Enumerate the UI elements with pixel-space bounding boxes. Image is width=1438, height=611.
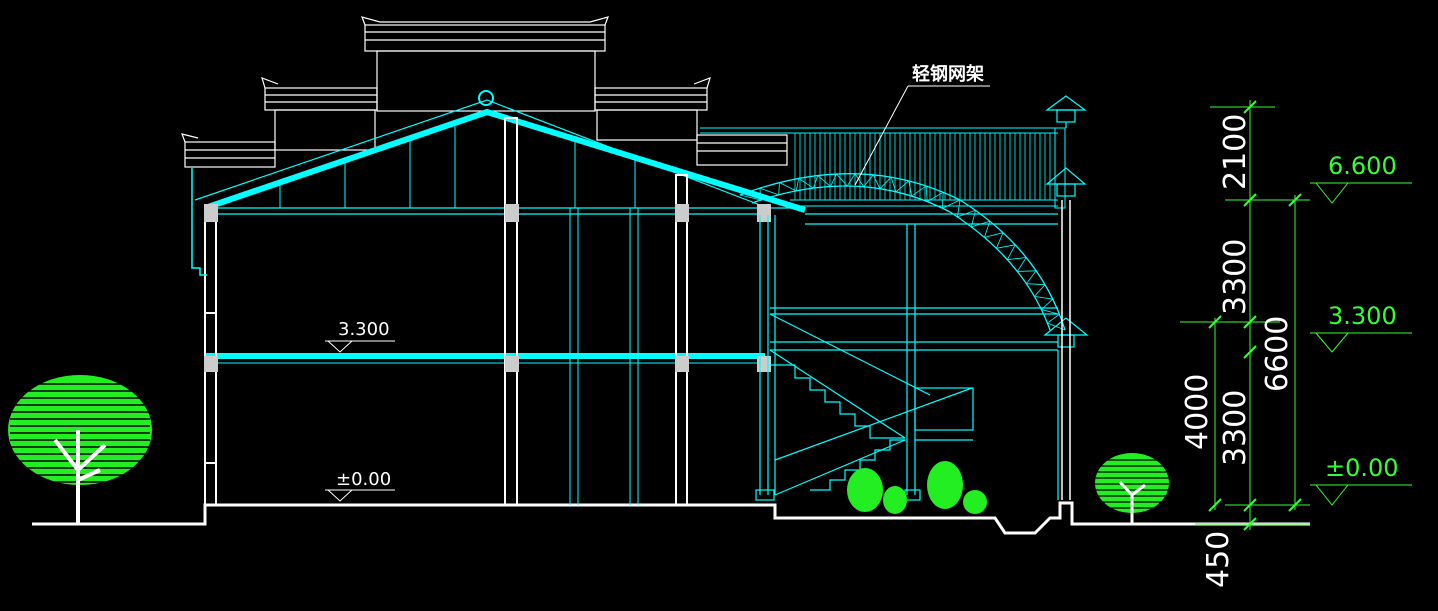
structural-walls <box>204 117 688 506</box>
floor-level-label-0: ±0.00 <box>336 469 391 490</box>
truss-web <box>739 173 1066 331</box>
shrubs <box>847 461 987 514</box>
main-roof <box>194 90 806 215</box>
dim-3300-lower: 3300 <box>1218 390 1253 466</box>
dimension-lines <box>1180 100 1412 531</box>
dim-450: 450 <box>1201 531 1236 588</box>
tree-left <box>8 375 152 524</box>
steel-truss <box>739 173 1066 331</box>
left-gutter <box>191 168 207 276</box>
dim-4000: 4000 <box>1180 374 1215 450</box>
finial-top <box>1043 95 1089 348</box>
elevation-top: 6.600 <box>1328 152 1397 180</box>
interior-columns <box>569 208 639 505</box>
roof-eaves <box>181 16 788 168</box>
floor-level-marker-0 <box>325 489 395 502</box>
floor-level-label-2: 3.300 <box>338 319 390 340</box>
dim-3300-upper: 3300 <box>1218 239 1253 315</box>
truss-leader <box>854 85 990 186</box>
floor-slab <box>205 353 765 364</box>
right-wall <box>1061 200 1071 500</box>
truss-note: 轻钢网架 <box>912 63 984 85</box>
elevation-ground: ±0.00 <box>1325 454 1399 482</box>
dim-2100: 2100 <box>1218 114 1253 190</box>
elevation-mid: 3.300 <box>1328 302 1397 330</box>
railing-bars <box>794 133 1051 200</box>
tree-right <box>1095 453 1170 524</box>
ground-line <box>32 501 1310 535</box>
right-frame <box>755 213 1059 501</box>
dim-6600: 6600 <box>1260 316 1295 392</box>
column-joints <box>204 204 771 372</box>
floor-level-marker-2 <box>325 340 395 353</box>
